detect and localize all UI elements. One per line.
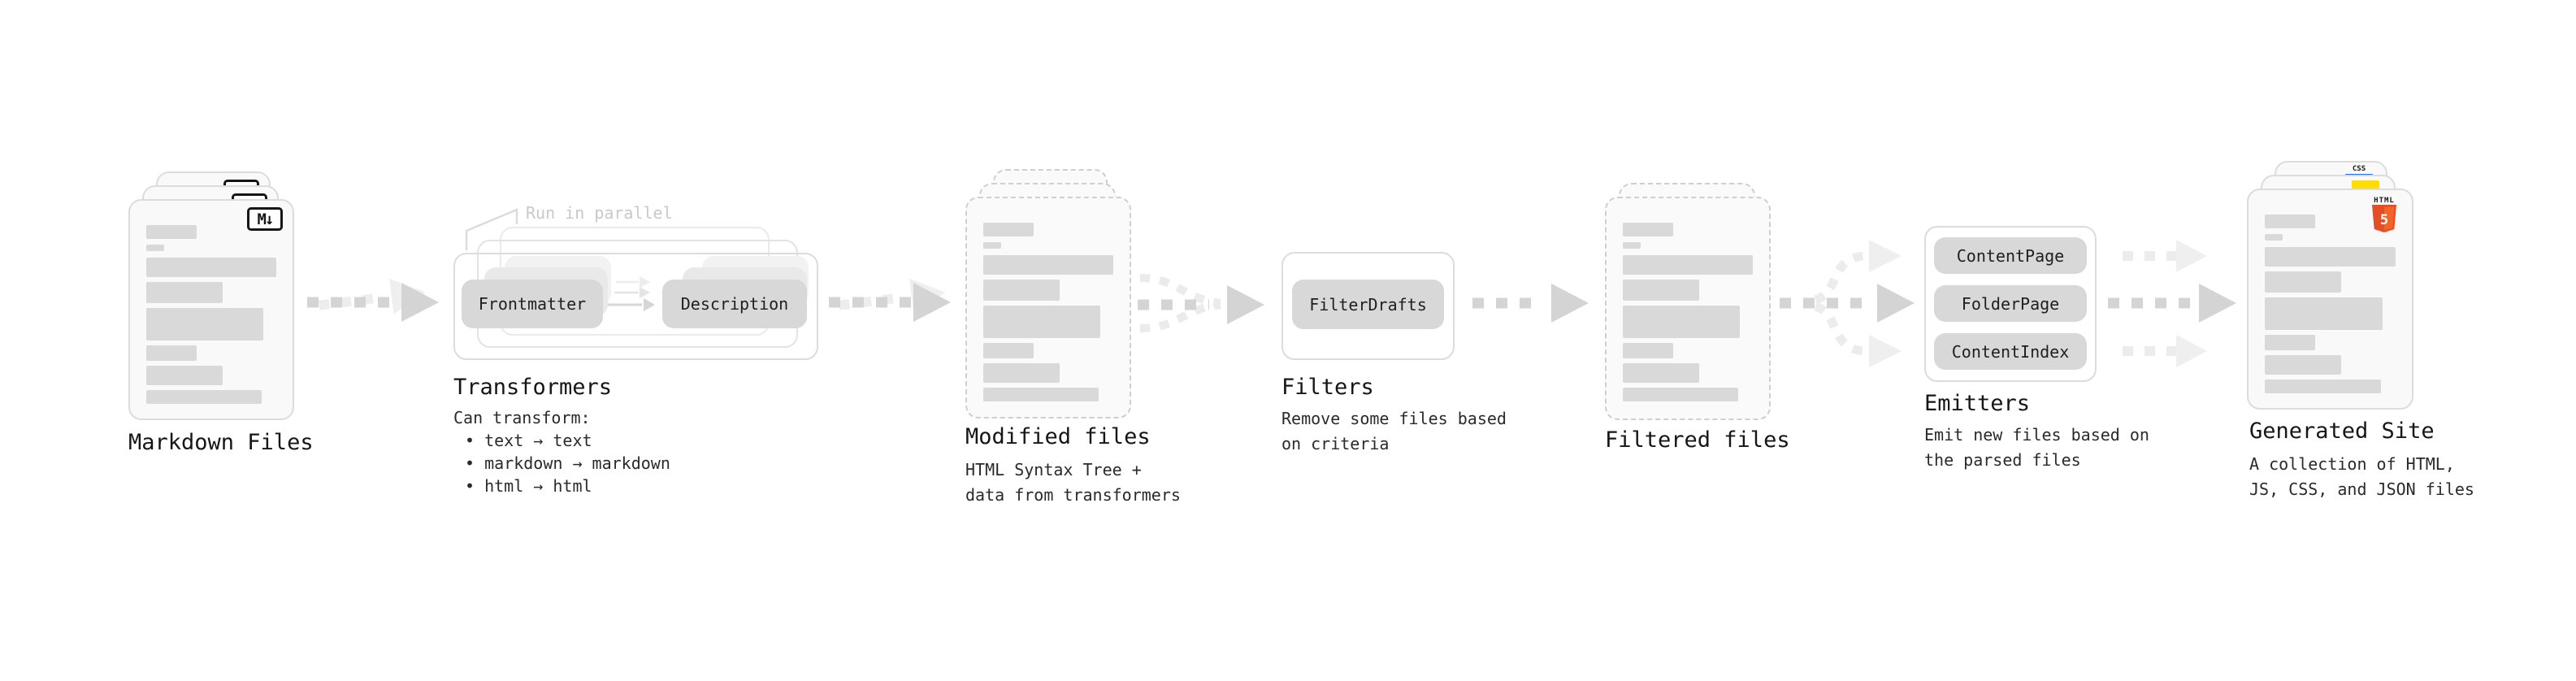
emitters-subtitle: Emit new files based on the parsed files	[1924, 425, 2149, 470]
svg-text:5: 5	[2380, 212, 2388, 228]
arrow-markdown-to-transformers	[307, 283, 439, 322]
placeholder-text-bar	[1623, 255, 1753, 275]
placeholder-text-bar	[983, 363, 1060, 383]
html5-icon: HTML 5	[2368, 197, 2400, 236]
modified-file-card	[965, 197, 1131, 419]
filters-title: Filters	[1281, 375, 1374, 400]
generated-site-subtitle: A collection of HTML, JS, CSS, and JSON …	[2249, 454, 2474, 499]
arrow-emitters-to-generated	[2108, 240, 2236, 367]
placeholder-text-bar	[2265, 355, 2342, 375]
placeholder-text-bar	[1623, 242, 1641, 249]
placeholder-text-bar	[146, 245, 164, 251]
description-pill: Description	[662, 280, 807, 328]
filtered-files-title: Filtered files	[1605, 427, 1790, 453]
modified-files-title: Modified files	[965, 424, 1151, 449]
markdown-files-title: Markdown Files	[128, 430, 314, 455]
placeholder-text-bar	[983, 280, 1060, 301]
placeholder-text-bar	[1623, 388, 1738, 401]
placeholder-text-bar	[2265, 234, 2283, 241]
modified-files-subtitle: HTML Syntax Tree + data from transformer…	[965, 460, 1181, 505]
placeholder-text-bar	[1623, 280, 1699, 301]
frontmatter-pill: Frontmatter	[462, 280, 603, 328]
placeholder-text-bar	[1623, 363, 1699, 383]
placeholder-text-bar	[146, 258, 276, 277]
placeholder-text-bar	[2265, 335, 2316, 350]
arrow-filters-to-filtered	[1472, 284, 1589, 323]
placeholder-text-bar	[1623, 223, 1673, 236]
placeholder-text-bar	[146, 282, 223, 303]
placeholder-text-bar	[983, 343, 1034, 358]
arrow-transformers-to-modified	[829, 283, 951, 322]
placeholder-text-bar	[1623, 306, 1740, 338]
placeholder-text-bar	[146, 345, 197, 361]
arrow-markdown-to-transformers-ghost	[318, 278, 426, 314]
placeholder-text-bar	[2265, 247, 2396, 267]
placeholder-text-bar	[983, 223, 1034, 236]
placeholder-text-bar	[2265, 271, 2342, 293]
folderpage-pill: FolderPage	[1934, 285, 2087, 322]
placeholder-text-bar	[983, 242, 1001, 249]
placeholder-text-bar	[2265, 297, 2383, 330]
filtered-file-card	[1605, 197, 1771, 420]
run-in-parallel-note: Run in parallel	[526, 203, 673, 223]
contentpage-pill: ContentPage	[1934, 237, 2087, 274]
filters-subtitle: Remove some files based on criteria	[1281, 409, 1507, 453]
generated-html-card: HTML 5	[2247, 189, 2413, 410]
arrow-transformers-to-modified-ghost	[838, 278, 946, 314]
generated-site-title: Generated Site	[2249, 419, 2435, 444]
placeholder-text-bar	[983, 306, 1100, 338]
placeholder-text-bar	[983, 388, 1099, 401]
placeholder-text-bar	[146, 225, 197, 239]
markdown-file-card: M↓	[128, 199, 294, 420]
contentindex-pill: ContentIndex	[1934, 333, 2087, 370]
placeholder-text-bar	[1623, 343, 1673, 358]
transformers-subtitle: Can transform: • text → text • markdown …	[453, 408, 670, 496]
placeholder-text-bar	[2265, 215, 2316, 228]
placeholder-text-bar	[146, 366, 223, 385]
placeholder-text-bar	[983, 255, 1113, 275]
filterdrafts-pill: FilterDrafts	[1292, 280, 1444, 329]
arrow-filtered-to-emitters	[1780, 240, 1915, 367]
placeholder-text-bar	[2265, 380, 2381, 393]
placeholder-text-bar	[146, 308, 263, 340]
arrow-modified-to-filters	[1138, 274, 1264, 332]
markdown-icon: M↓	[247, 207, 283, 231]
emitters-title: Emitters	[1924, 391, 2031, 416]
placeholder-text-bar	[146, 390, 262, 404]
transformer-frame	[453, 253, 818, 360]
transformers-title: Transformers	[453, 375, 613, 400]
